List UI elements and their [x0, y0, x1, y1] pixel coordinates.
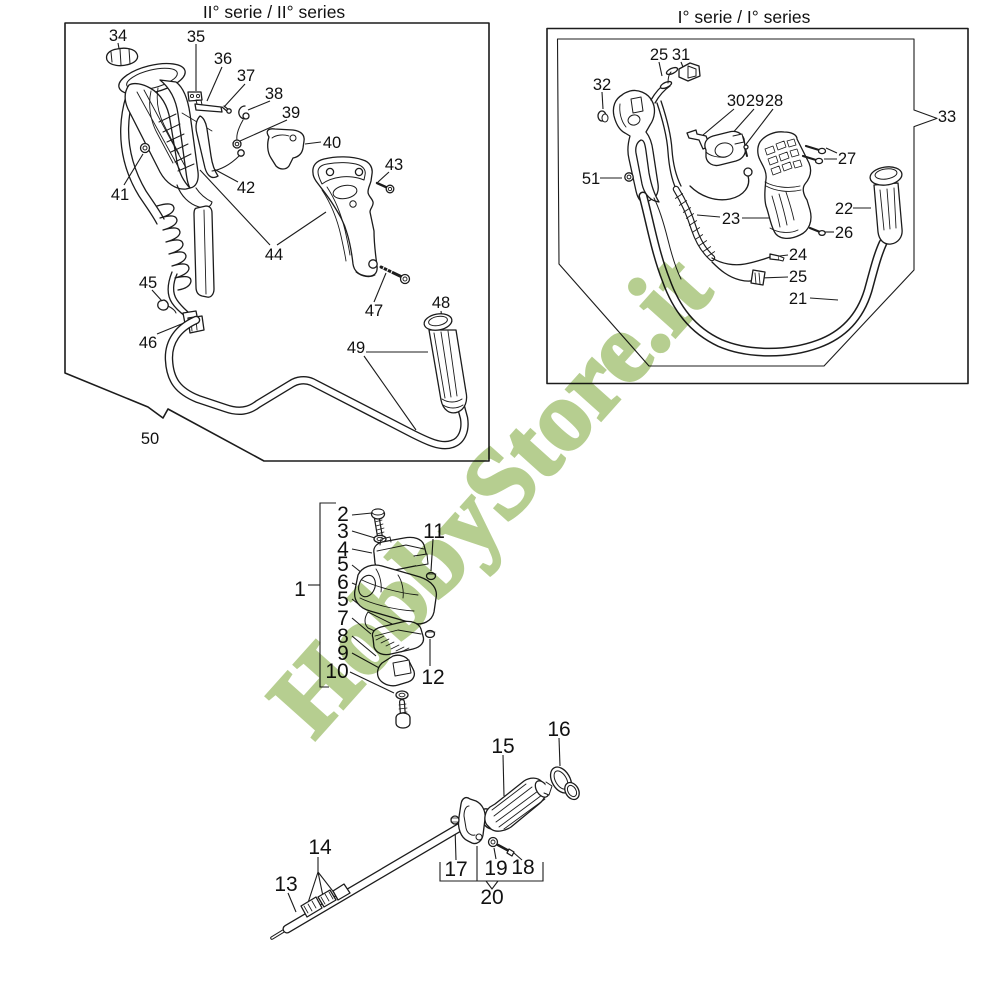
svg-text:34: 34 — [109, 27, 127, 45]
svg-text:10: 10 — [325, 660, 348, 683]
svg-text:45: 45 — [139, 274, 157, 292]
svg-text:51: 51 — [582, 170, 600, 188]
svg-text:9: 9 — [337, 642, 349, 665]
svg-text:20: 20 — [480, 886, 503, 909]
svg-text:13: 13 — [274, 873, 297, 896]
svg-text:27: 27 — [838, 150, 856, 168]
svg-text:2: 2 — [337, 503, 349, 526]
svg-text:17: 17 — [444, 858, 467, 881]
svg-text:43: 43 — [385, 156, 403, 174]
svg-text:36: 36 — [214, 50, 232, 68]
svg-text:25: 25 — [650, 46, 668, 64]
svg-text:19: 19 — [484, 857, 507, 880]
svg-text:I° serie / I° series: I° serie / I° series — [678, 7, 811, 27]
svg-text:39: 39 — [282, 104, 300, 122]
svg-text:37: 37 — [237, 67, 255, 85]
svg-text:41: 41 — [111, 186, 129, 204]
svg-text:7: 7 — [337, 607, 349, 630]
svg-text:5: 5 — [337, 588, 349, 611]
svg-text:3: 3 — [337, 520, 349, 543]
svg-text:47: 47 — [365, 302, 383, 320]
svg-text:35: 35 — [187, 28, 205, 46]
svg-text:18: 18 — [511, 856, 534, 879]
svg-text:1: 1 — [294, 578, 306, 601]
svg-text:40: 40 — [323, 134, 341, 152]
svg-text:21: 21 — [789, 290, 807, 308]
svg-text:14: 14 — [308, 836, 332, 859]
svg-text:30: 30 — [727, 92, 745, 110]
svg-text:44: 44 — [265, 246, 283, 264]
svg-text:32: 32 — [593, 76, 611, 94]
svg-text:46: 46 — [139, 334, 157, 352]
svg-text:5: 5 — [337, 553, 349, 576]
svg-text:24: 24 — [789, 246, 807, 264]
svg-text:49: 49 — [347, 339, 365, 357]
svg-text:23: 23 — [722, 210, 740, 228]
svg-text:33: 33 — [938, 108, 956, 126]
svg-text:42: 42 — [237, 179, 255, 197]
svg-text:26: 26 — [835, 224, 853, 242]
svg-text:12: 12 — [421, 666, 444, 689]
svg-text:31: 31 — [672, 46, 690, 64]
svg-text:22: 22 — [835, 200, 853, 218]
svg-text:50: 50 — [141, 430, 159, 448]
svg-text:28: 28 — [765, 92, 783, 110]
svg-text:15: 15 — [491, 735, 514, 758]
svg-text:38: 38 — [265, 85, 283, 103]
svg-text:6: 6 — [337, 571, 349, 594]
svg-text:11: 11 — [423, 520, 445, 543]
svg-text:II° serie / II° series: II° serie / II° series — [203, 2, 346, 22]
svg-text:29: 29 — [746, 92, 764, 110]
svg-text:4: 4 — [337, 538, 349, 561]
svg-text:25: 25 — [789, 268, 807, 286]
svg-text:48: 48 — [432, 294, 450, 312]
svg-text:16: 16 — [547, 718, 570, 741]
svg-text:8: 8 — [337, 625, 349, 648]
